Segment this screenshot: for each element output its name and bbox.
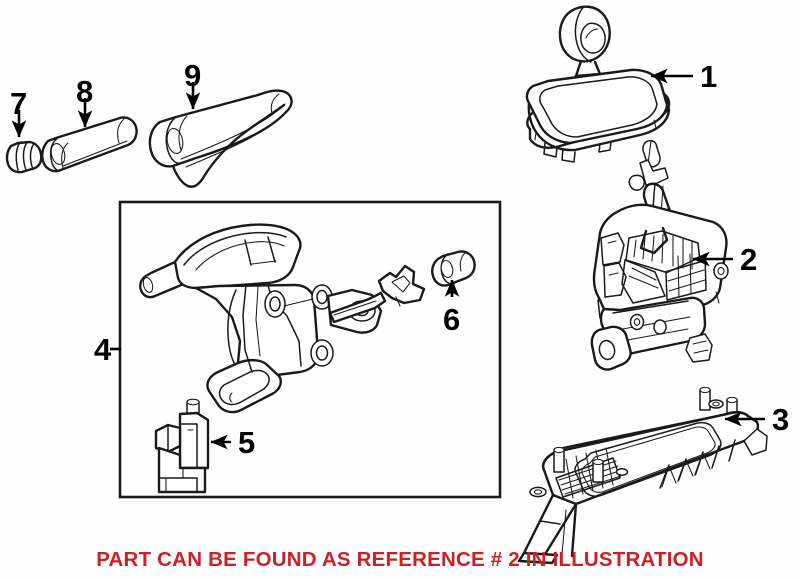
part-2-selector-assembly-art [590,139,729,371]
part-6-bushing-art [431,250,476,287]
callout-label-2: 2 [740,242,758,277]
callout-label-6: 6 [443,302,461,337]
part-1-shift-knob-boot-art [525,5,671,163]
callout-label-7: 7 [10,86,28,121]
parking-brake-lever-art [139,223,426,414]
part-8-grip-sleeve-art [41,116,138,173]
reference-caption: PART CAN BE FOUND AS REFERENCE # 2 IN IL… [96,548,704,571]
part-9-lever-cover-art [148,89,293,188]
callout-label-8: 8 [76,74,94,109]
callout-label-9: 9 [184,58,202,93]
callout-label-3: 3 [772,402,790,437]
part-3-console-tray-art [517,386,768,565]
callout-leaders [11,68,765,450]
part-5-switch-art [154,398,210,494]
callout-label-1: 1 [700,59,718,94]
callout-label-4: 4 [94,332,112,367]
part-7-end-cap-art [5,140,43,174]
callout-label-5: 5 [238,425,256,460]
